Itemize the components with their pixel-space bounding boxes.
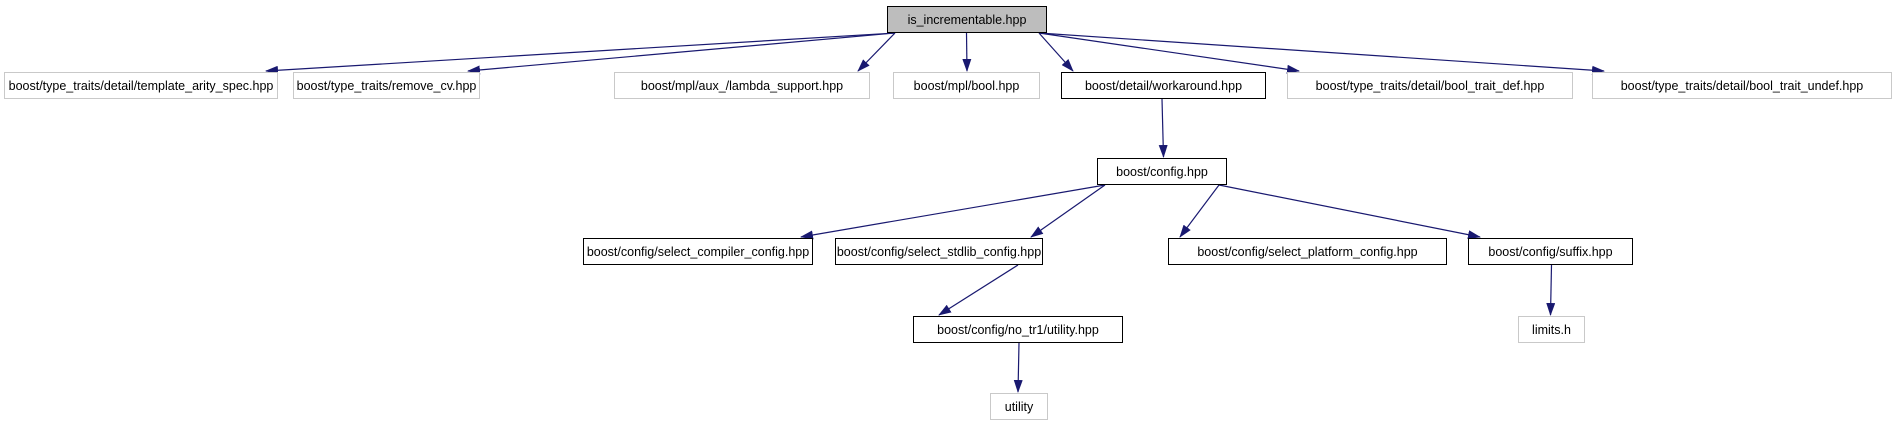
node-label: boost/mpl/aux_/lambda_support.hpp [640, 78, 844, 93]
node-config-suffix[interactable]: boost/config/suffix.hpp [1468, 238, 1633, 265]
node-utility: utility [990, 393, 1048, 420]
node-label: boost/config/select_stdlib_config.hpp [836, 244, 1042, 259]
node-label: boost/config.hpp [1116, 164, 1208, 179]
node-select-stdlib-config[interactable]: boost/config/select_stdlib_config.hpp [835, 238, 1043, 265]
node-label: boost/config/select_platform_config.hpp [1197, 244, 1418, 259]
node-workaround[interactable]: boost/detail/workaround.hpp [1061, 72, 1266, 99]
node-bool-trait-def: boost/type_traits/detail/bool_trait_def.… [1287, 72, 1573, 99]
node-bool-trait-undef: boost/type_traits/detail/bool_trait_unde… [1592, 72, 1892, 99]
node-label: boost/mpl/bool.hpp [913, 78, 1020, 93]
node-label: boost/config/suffix.hpp [1488, 244, 1613, 259]
node-limits-h: limits.h [1518, 316, 1585, 343]
node-lambda-support: boost/mpl/aux_/lambda_support.hpp [614, 72, 870, 99]
node-select-platform-config[interactable]: boost/config/select_platform_config.hpp [1168, 238, 1447, 265]
node-label: boost/config/select_compiler_config.hpp [586, 244, 810, 259]
node-label: boost/type_traits/detail/template_arity_… [8, 78, 274, 93]
node-template-arity-spec: boost/type_traits/detail/template_arity_… [4, 72, 278, 99]
node-label: is_incrementable.hpp [907, 12, 1027, 27]
node-label: boost/type_traits/remove_cv.hpp [296, 78, 477, 93]
node-label: utility [1004, 399, 1034, 414]
node-label: boost/config/no_tr1/utility.hpp [937, 322, 1099, 337]
node-is-incrementable: is_incrementable.hpp [887, 6, 1047, 33]
node-remove-cv: boost/type_traits/remove_cv.hpp [293, 72, 480, 99]
node-label: boost/type_traits/detail/bool_trait_unde… [1620, 78, 1864, 93]
node-label: boost/detail/workaround.hpp [1084, 78, 1243, 93]
node-no-tr1-utility[interactable]: boost/config/no_tr1/utility.hpp [913, 316, 1123, 343]
node-label: limits.h [1532, 322, 1571, 337]
node-mpl-bool: boost/mpl/bool.hpp [893, 72, 1040, 99]
node-boost-config[interactable]: boost/config.hpp [1097, 158, 1227, 185]
node-label: boost/type_traits/detail/bool_trait_def.… [1315, 78, 1545, 93]
node-select-compiler-config[interactable]: boost/config/select_compiler_config.hpp [583, 238, 813, 265]
